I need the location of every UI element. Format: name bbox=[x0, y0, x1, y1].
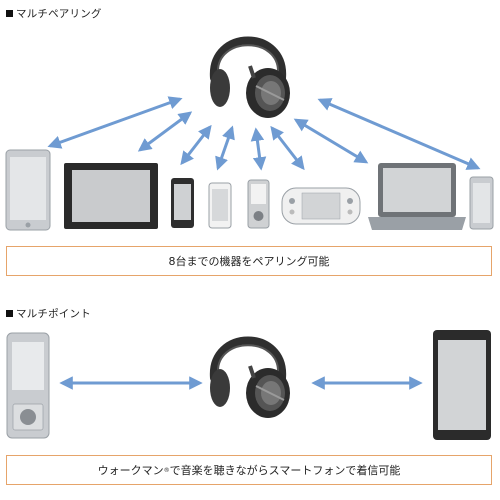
multipairing-caption: 8台までの機器をペアリング可能 bbox=[6, 246, 492, 276]
multipairing-caption-text: 8台までの機器をペアリング可能 bbox=[168, 255, 330, 268]
headphones-icon bbox=[210, 341, 290, 419]
multipoint-title: マルチポイント bbox=[16, 308, 91, 320]
black-square-icon bbox=[6, 10, 13, 17]
handheld-game-icon bbox=[281, 187, 361, 225]
smartphone-icon bbox=[469, 176, 494, 230]
double-arrow-icon bbox=[47, 96, 481, 171]
multipairing-section-title: マルチペアリング bbox=[6, 6, 102, 21]
multipoint-caption-after: で音楽を聴きながらスマートフォンで着信可能 bbox=[169, 464, 401, 477]
smartphone-icon bbox=[208, 182, 232, 229]
multipoint-caption: ウォークマン®で音楽を聴きながらスマートフォンで着信可能 bbox=[6, 455, 492, 485]
smartphone-icon bbox=[433, 330, 491, 440]
walkman-icon bbox=[6, 332, 50, 439]
photo-frame-icon bbox=[64, 163, 158, 229]
multipairing-title: マルチペアリング bbox=[16, 8, 102, 20]
registered-mark: ® bbox=[163, 466, 170, 474]
multipoint-caption-before: ウォークマン bbox=[97, 464, 164, 477]
multipoint-section-title: マルチポイント bbox=[6, 306, 91, 321]
headphones-icon bbox=[210, 41, 290, 119]
smartphone-icon bbox=[171, 178, 194, 228]
black-square-icon bbox=[6, 310, 13, 317]
laptop-icon bbox=[368, 163, 466, 230]
tablet-icon bbox=[5, 149, 51, 231]
walkman-icon bbox=[247, 179, 270, 229]
